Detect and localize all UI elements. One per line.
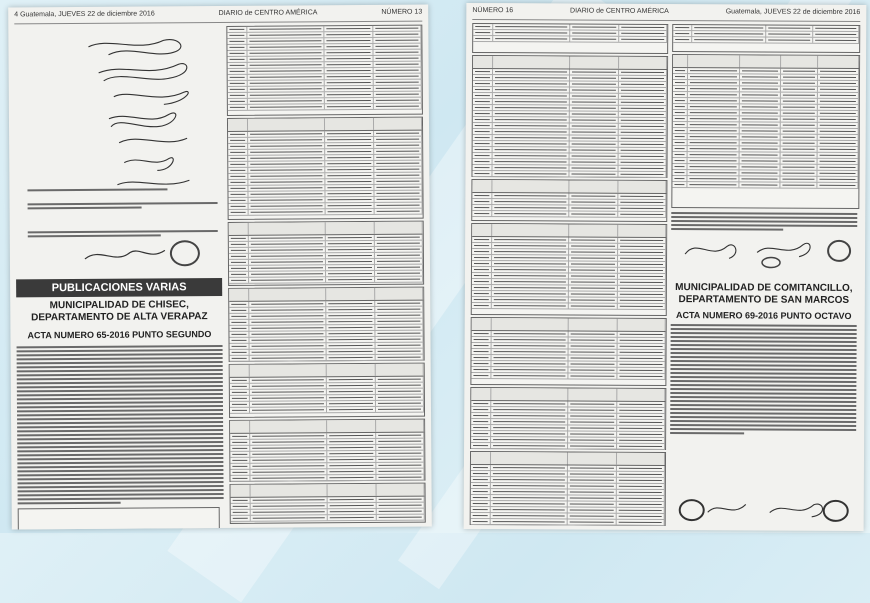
tables-column (469, 22, 669, 527)
table-row (471, 302, 666, 311)
data-table (228, 286, 425, 362)
table-row (228, 208, 423, 216)
table-row (230, 474, 425, 482)
handwritten-signatures (678, 499, 849, 522)
acta-title: ACTA NUMERO 65-2016 PUNTO SEGUNDO (27, 329, 212, 341)
table-header (473, 55, 668, 71)
resolution-text (671, 212, 858, 233)
data-table (228, 362, 426, 418)
data-table (229, 482, 426, 524)
municipality-title: MUNICIPALIDAD DE COMITANCILLO, DEPARTAME… (675, 282, 853, 306)
table-row (229, 276, 424, 284)
handwritten-signatures (88, 39, 190, 186)
table-row (471, 372, 666, 381)
data-table (227, 220, 425, 286)
handwritten-signature (84, 249, 166, 260)
table-row (673, 37, 860, 45)
acta-body-text (16, 344, 224, 505)
table-row (229, 406, 425, 414)
tables-column (226, 24, 426, 526)
table-header (230, 419, 425, 434)
table-row (470, 518, 665, 527)
table-row (672, 182, 859, 190)
official-seal (169, 240, 200, 267)
page-header-publication: DIARIO de CENTRO AMÉRICA (570, 7, 669, 16)
signatures-area (8, 5, 428, 267)
table-row (473, 35, 668, 44)
page-header: NÚMERO 16 DIARIO de CENTRO AMÉRICA Guate… (472, 6, 861, 23)
page-header-date: 4 Guatemala, JUEVES 22 de diciembre 2016 (14, 10, 155, 19)
newspaper-page-right: NÚMERO 16 DIARIO de CENTRO AMÉRICA Guate… (463, 2, 867, 532)
acta-body-text (670, 324, 857, 435)
table-header (227, 117, 423, 132)
data-table (470, 386, 667, 451)
table-header (472, 223, 667, 239)
data-table (472, 22, 669, 55)
publication-notice: PUBLICACIONES VARIAS MUNICIPALIDAD DE CH… (16, 277, 224, 530)
table-row (227, 103, 422, 111)
table-header (470, 451, 666, 467)
handwritten-signatures (684, 239, 852, 269)
acta-title: ACTA NUMERO 69-2016 PUNTO OCTAVO (675, 310, 852, 321)
data-table (229, 418, 426, 482)
data-table (470, 222, 668, 317)
page-header-date: Guatemala, JUEVES 22 de diciembre 2016 (725, 8, 861, 17)
page-header-number: NÚMERO 13 (381, 8, 423, 16)
table-header (471, 387, 666, 403)
page-header-publication: DIARIO de CENTRO AMÉRICA (218, 9, 318, 18)
table-header (472, 179, 667, 195)
section-banner: PUBLICACIONES VARIAS (16, 277, 223, 298)
data-table (672, 24, 861, 54)
data-table (226, 116, 424, 220)
page-header: 4 Guatemala, JUEVES 22 de diciembre 2016… (14, 8, 423, 25)
data-table (471, 54, 669, 179)
certification-text-2 (27, 230, 218, 239)
notice-column: MUNICIPALIDAD DE COMITANCILLO, DEPARTAME… (670, 24, 861, 527)
table-header (471, 317, 666, 333)
data-table (226, 24, 423, 116)
table-row (472, 210, 667, 219)
data-table (471, 178, 668, 223)
table-header (673, 55, 860, 70)
certification-text (27, 202, 218, 211)
municipality-notice: MUNICIPALIDAD DE COMITANCILLO, DEPARTAME… (670, 282, 857, 437)
table-row (471, 442, 666, 451)
municipality-title: MUNICIPALIDAD DE CHISEC, DEPARTAMENTO DE… (31, 299, 208, 324)
data-table (469, 450, 667, 527)
table-row (230, 514, 425, 522)
data-table (671, 54, 861, 210)
small-table (17, 507, 220, 530)
newspaper-page-left: 4 Guatemala, JUEVES 22 de diciembre 2016… (8, 4, 432, 530)
table-row (229, 354, 424, 362)
data-table (470, 316, 667, 387)
page-header-number: NÚMERO 16 (472, 6, 514, 15)
table-header (230, 483, 425, 498)
table-row (472, 170, 667, 179)
